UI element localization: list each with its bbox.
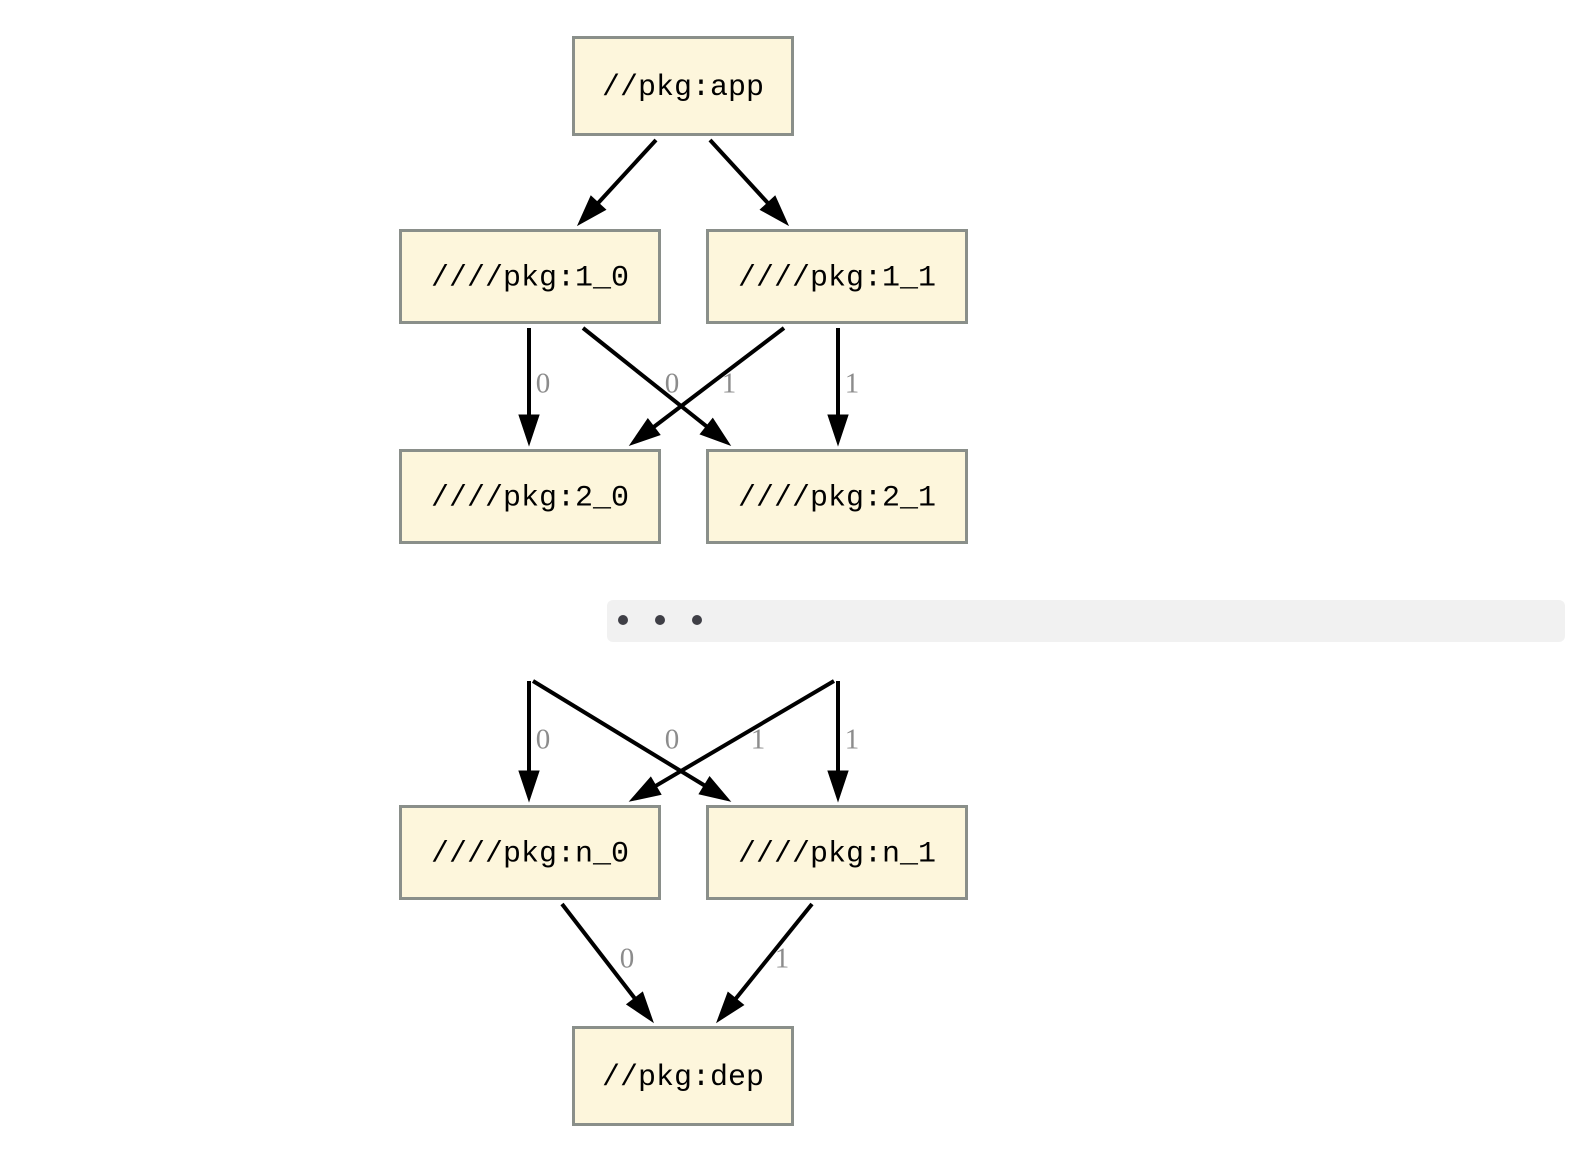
node-label: ////pkg:2_1	[738, 481, 936, 515]
ellipsis-dot-2	[692, 615, 702, 625]
node-label: ////pkg:n_1	[738, 837, 936, 871]
node-box[interactable]	[706, 229, 968, 324]
arrowhead-icon	[698, 775, 732, 802]
node-box[interactable]	[572, 1026, 794, 1126]
node-n2_0[interactable]: ////pkg:2_0	[399, 449, 661, 544]
ellipsis-band	[607, 600, 1565, 642]
arrowhead-icon	[827, 770, 849, 803]
arrowhead-icon	[628, 418, 661, 446]
node-box[interactable]	[399, 229, 661, 324]
edge-label: 0	[536, 368, 551, 400]
node-n2_1[interactable]: ////pkg:2_1	[706, 449, 968, 544]
node-nn_1[interactable]: ////pkg:n_1	[706, 805, 968, 900]
edge-label: 1	[775, 943, 790, 975]
node-box[interactable]	[572, 36, 794, 136]
node-nn_0[interactable]: ////pkg:n_0	[399, 805, 661, 900]
edge-line	[531, 679, 706, 788]
edge-n_1-to-dep: 1	[716, 902, 814, 1024]
edge-1_1-to-2_0: 1	[628, 326, 786, 446]
edge-line	[596, 138, 658, 205]
ellipsis-dot-1	[655, 615, 665, 625]
arrowhead-icon	[518, 770, 540, 803]
node-box[interactable]	[706, 805, 968, 900]
edge-line	[654, 679, 836, 788]
arrowhead-icon	[518, 414, 540, 447]
arrowhead-icon	[628, 776, 662, 802]
edge-label: 0	[665, 724, 680, 756]
node-label: ////pkg:1_1	[738, 261, 936, 295]
edge-label: 0	[620, 943, 635, 975]
arrowhead-icon	[716, 991, 745, 1024]
edge-line	[581, 326, 708, 428]
node-label: //pkg:app	[602, 71, 764, 105]
edge-n_0-to-dep: 0	[560, 902, 654, 1024]
arrowhead-icon	[759, 195, 790, 227]
node-box[interactable]	[399, 449, 661, 544]
node-label: //pkg:dep	[602, 1061, 764, 1095]
edge-1_1-to-2_1: 1	[827, 328, 860, 447]
edge-label: 0	[665, 368, 680, 400]
edge-label: 1	[845, 724, 860, 756]
edge-line	[560, 902, 637, 1000]
node-label: ////pkg:n_0	[431, 837, 629, 871]
edge-label: 1	[845, 368, 860, 400]
node-label: ////pkg:1_0	[431, 261, 629, 295]
node-app[interactable]: //pkg:app	[572, 36, 794, 136]
edge-line	[652, 326, 786, 429]
node-label: ////pkg:2_0	[431, 481, 629, 515]
edge-prev2-to-n_1: 1	[827, 681, 860, 803]
edge-label: 1	[722, 368, 737, 400]
edge-prev-to-n_0: 0	[518, 681, 551, 803]
arrowhead-icon	[827, 414, 849, 447]
node-n1_0[interactable]: ////pkg:1_0	[399, 229, 661, 324]
edge-label: 0	[536, 724, 551, 756]
edge-label: 1	[751, 724, 766, 756]
node-dep[interactable]: //pkg:dep	[572, 1026, 794, 1126]
arrowhead-icon	[576, 195, 607, 227]
ellipsis-separator	[607, 600, 1565, 642]
edge-line	[734, 902, 814, 1000]
edge-line	[708, 138, 770, 205]
edge-1_0-to-2_1: 0	[581, 326, 732, 446]
node-box[interactable]	[706, 449, 968, 544]
edges-layer: 0 0 1 1 0 0 1 1 0 1	[518, 138, 860, 1024]
nodes-layer: //pkg:app ////pkg:1_0 ////pkg:1_1 ////pkg:2…	[399, 36, 968, 1126]
arrowhead-icon	[625, 991, 654, 1024]
edge-app-to-1_0	[576, 138, 658, 227]
node-n1_1[interactable]: ////pkg:1_1	[706, 229, 968, 324]
edge-1_0-to-2_0: 0	[518, 328, 551, 447]
node-box[interactable]	[399, 805, 661, 900]
arrowhead-icon	[699, 417, 732, 446]
edge-prev-to-n_1: 0	[531, 679, 732, 802]
edge-prev2-to-n_0: 1	[628, 679, 836, 802]
edge-app-to-1_1	[708, 138, 790, 227]
ellipsis-dot-0	[618, 615, 628, 625]
